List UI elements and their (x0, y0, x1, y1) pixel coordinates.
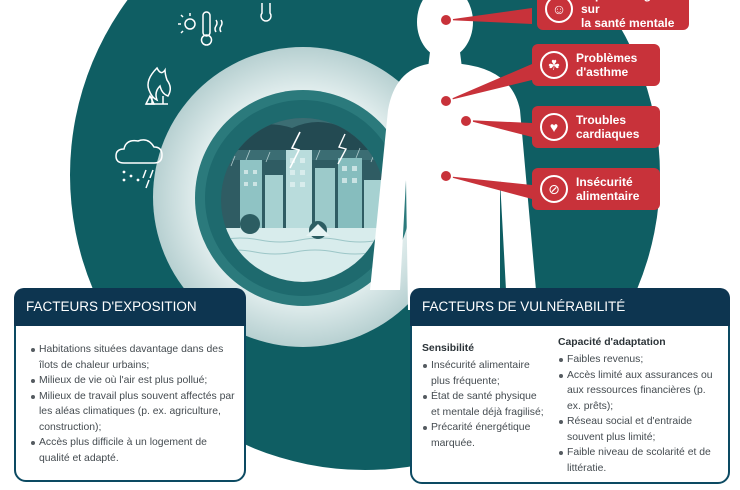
thermometer-sun-icon (178, 11, 223, 46)
wildfire-icon (144, 66, 171, 105)
list-item: Faible niveau de scolarité et de littéra… (558, 445, 716, 476)
adaptation-heading: Capacité d'adaptation (558, 337, 666, 348)
callout-cardiac: ♥ Troubles cardiaques (532, 106, 660, 148)
callout-label: la santé mentale (581, 16, 675, 30)
list-item: Habitations situées davantage dans des î… (30, 342, 240, 373)
callout-food-insecurity: ⊘ Insécurité alimentaire (532, 168, 660, 210)
callout-label: alimentaire (576, 189, 640, 203)
sensitivity-heading: Sensibilité (422, 343, 474, 354)
adaptation-column: Capacité d'adaptation Faibles revenus; A… (558, 336, 716, 476)
callout-label: cardiaques (576, 127, 640, 141)
storm-cloud-icon (115, 139, 163, 189)
exposure-panel: FACTEURS D'EXPOSITION Habitations située… (14, 288, 246, 482)
no-food-icon: ⊘ (540, 175, 568, 203)
mental-health-icon: ☺ (545, 0, 573, 23)
list-item: Accès plus difficile à un logement de qu… (30, 435, 240, 466)
list-item: Milieux de vie où l'air est plus pollué; (30, 373, 240, 389)
sensitivity-column: Sensibilité Insécurité alimentaire plus … (422, 342, 548, 451)
adaptation-list: Faibles revenus; Accès limité aux assura… (558, 352, 716, 476)
exposure-list: Habitations situées davantage dans des î… (30, 342, 240, 466)
pin-icon (260, 3, 272, 22)
callout-mental-health: ☺ Impacts négatifs sur la santé mentale (537, 0, 689, 30)
heart-icon: ♥ (540, 113, 568, 141)
list-item: Insécurité alimentaire plus fréquente; (422, 358, 548, 389)
vulnerability-panel: FACTEURS DE VULNÉRABILITÉ Sensibilité In… (410, 288, 730, 484)
callout-label: Troubles (576, 113, 627, 127)
callout-label: Insécurité (576, 175, 633, 189)
list-item: Milieux de travail plus souvent affectés… (30, 389, 240, 436)
vulnerability-panel-title: FACTEURS DE VULNÉRABILITÉ (410, 288, 730, 326)
callout-connectors (446, 8, 532, 199)
list-item: État de santé physique et mentale déjà f… (422, 389, 548, 420)
callout-label: Impacts négatifs sur (581, 0, 676, 16)
lungs-icon: ☘ (540, 51, 568, 79)
callout-label: d'asthme (576, 65, 629, 79)
list-item: Faibles revenus; (558, 352, 716, 368)
sensitivity-list: Insécurité alimentaire plus fréquente; É… (422, 358, 548, 451)
symptom-markers (439, 13, 473, 183)
city-scene (221, 118, 385, 282)
callout-asthma: ☘ Problèmes d'asthme (532, 44, 660, 86)
list-item: Réseau social et d'entraide souvent plus… (558, 414, 716, 445)
exposure-panel-title: FACTEURS D'EXPOSITION (14, 288, 246, 326)
callout-label: Problèmes (576, 51, 638, 65)
list-item: Précarité énergétique marquée. (422, 420, 548, 451)
list-item: Accès limité aux assurances ou aux resso… (558, 368, 716, 415)
